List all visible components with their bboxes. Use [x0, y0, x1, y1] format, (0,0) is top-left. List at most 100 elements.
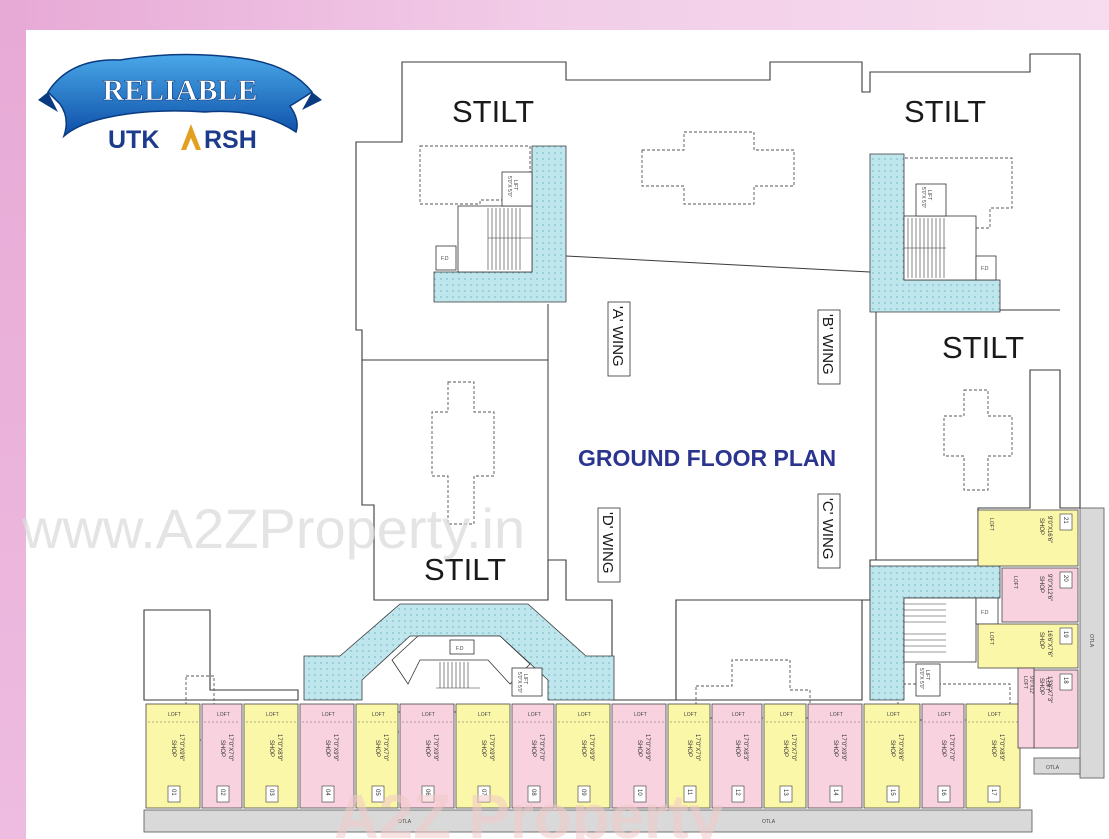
- shop-size: 17'0"X7'0": [382, 734, 388, 761]
- lift-label-b: LIFT: [926, 190, 932, 200]
- lift-size-d: 5'0"X 5'0": [516, 672, 522, 694]
- watermark-url: www.A2ZProperty.in: [21, 497, 525, 560]
- loft-label: LOFT: [732, 712, 745, 718]
- shop-number: 16: [940, 789, 946, 796]
- shop-number-box: [683, 785, 697, 803]
- shop-size: 17'0"X8'9": [276, 734, 282, 761]
- shop-label: SHOP: [268, 740, 274, 757]
- shop-label: SHOP: [990, 740, 996, 757]
- shop-size: 13'6"X7'3": [1046, 676, 1052, 703]
- lift-label-a: LIFT: [512, 180, 518, 190]
- shop-size: 9'0"X16'6": [1046, 516, 1052, 543]
- loft-label: LOFT: [372, 712, 385, 718]
- loft-label: LOFT: [266, 712, 279, 718]
- shop-size: 16'6"X7'6": [1046, 630, 1052, 657]
- shop-number-box: [577, 785, 591, 803]
- shop-number-box: [886, 785, 900, 803]
- loft-label: LOFT: [1012, 576, 1018, 589]
- shop-number-box: [779, 785, 793, 803]
- shop-label: SHOP: [219, 740, 225, 757]
- shop-label: SHOP: [480, 740, 486, 757]
- plan-title: GROUND FLOOR PLAN: [578, 445, 836, 471]
- loft-label: LOFT: [988, 518, 994, 531]
- wing-b-label: 'B' WING: [819, 314, 836, 375]
- loft-label: LOFT: [830, 712, 843, 718]
- shop-label: SHOP: [424, 740, 430, 757]
- corner-loft-label: LOFT: [1022, 676, 1028, 689]
- shop-label: SHOP: [374, 740, 380, 757]
- logo-word-left: UTK: [108, 126, 159, 154]
- shop-number: 18: [1062, 677, 1068, 684]
- shop-number-box: [829, 785, 843, 803]
- stilt-label-3: STILT: [942, 330, 1024, 365]
- lift-size-b: 5'0"X 5'0": [920, 187, 926, 209]
- shop-number-box: [731, 785, 745, 803]
- shop-number-box: [1059, 571, 1073, 589]
- otla-label-3: OTLA: [1088, 634, 1094, 648]
- shop-number: 11: [686, 789, 692, 796]
- shop-label: SHOP: [170, 740, 176, 757]
- shop-label: SHOP: [1038, 632, 1044, 649]
- loft-label: LOFT: [988, 632, 994, 645]
- shop-size: 17'0"X9'9": [840, 734, 846, 761]
- shop-label: SHOP: [889, 740, 895, 757]
- shop-label: SHOP: [782, 740, 788, 757]
- otla-label-1: OTLA: [398, 819, 412, 825]
- shop-number: 08: [530, 789, 536, 796]
- core-d: F.D LIFT 5'0"X 5'0": [303, 603, 615, 701]
- shop-size: 17'0"X9'9": [488, 734, 494, 761]
- shop-number-box: [477, 785, 491, 803]
- watermark-logo: A2Z Property: [334, 783, 724, 839]
- wing-b: 'B' WING: [817, 309, 841, 385]
- shop-number: 05: [374, 789, 380, 796]
- loft-label: LOFT: [887, 712, 900, 718]
- shop-number: 12: [734, 789, 740, 796]
- loft-label: LOFT: [938, 712, 951, 718]
- lift-size-a: 5'0"X 5'0": [506, 176, 512, 198]
- shop-size: 17'0"X9'9": [644, 734, 650, 761]
- shop-number: 10: [636, 789, 642, 796]
- loft-label: LOFT: [528, 712, 541, 718]
- shop-size: 17'0"X7'0": [790, 734, 796, 761]
- loft-label: LOFT: [478, 712, 491, 718]
- shop-number-box: [987, 785, 1001, 803]
- shop-size: 17'0"X7'0": [948, 734, 954, 761]
- logo-word-top: RELIABLE: [102, 74, 257, 107]
- shop-number: 09: [580, 789, 586, 796]
- stilt-label-4: STILT: [424, 552, 506, 587]
- shop-label: SHOP: [832, 740, 838, 757]
- core-b: LIFT 5'0"X 5'0" F.D: [869, 153, 1001, 313]
- shop-number-box: [527, 785, 541, 803]
- shop-number: 04: [324, 789, 330, 796]
- loft-label: LOFT: [988, 712, 1001, 718]
- shop-size: 17'0"X9'9": [588, 734, 594, 761]
- otla-label-2: OTLA: [762, 819, 776, 825]
- shop-number-box: [265, 785, 279, 803]
- fire-duct-d: F.D: [456, 646, 464, 652]
- shop-number-box: [1059, 673, 1073, 691]
- shop-number: 01: [170, 789, 176, 796]
